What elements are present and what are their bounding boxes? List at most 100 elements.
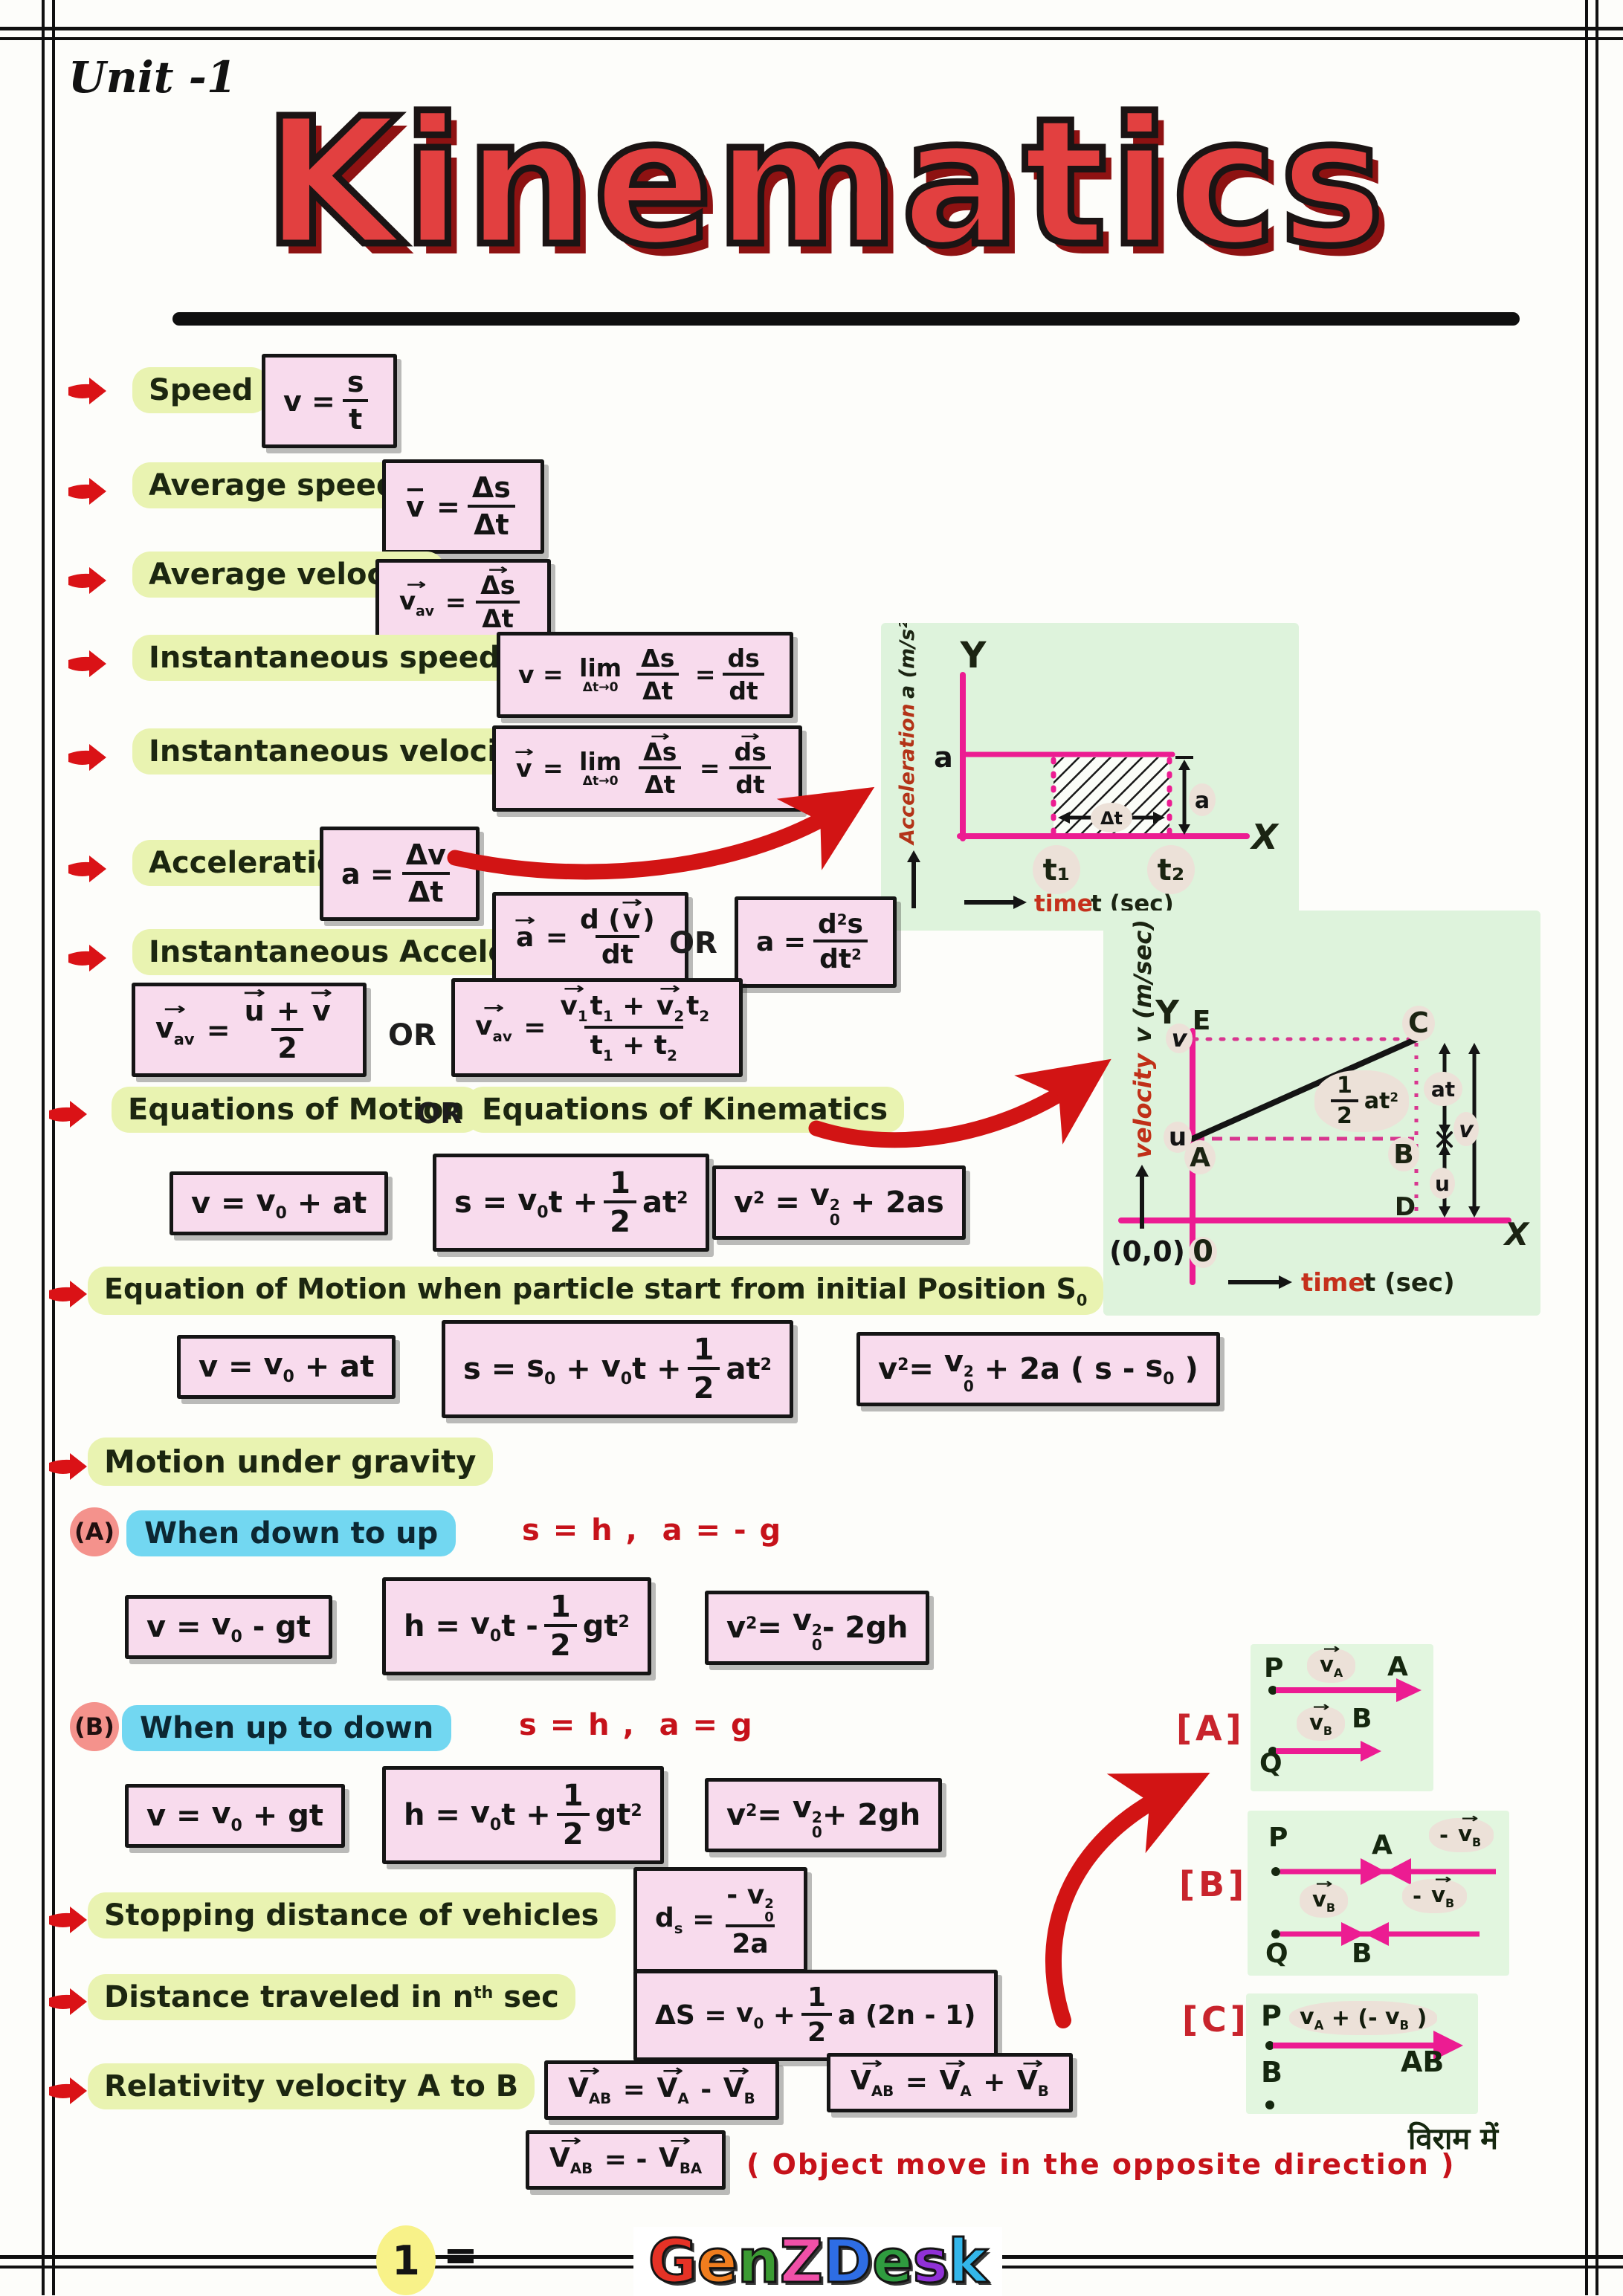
note-up-to-down: s = h , a = g: [519, 1708, 754, 1742]
note-hindi: विराम में: [1408, 2122, 1499, 2156]
label-gravity: Motion under gravity: [88, 1438, 493, 1486]
g2-at-arrow: at: [1424, 1043, 1462, 1136]
velocity-time-graph-svg: at u v Y E v C u A B D (0,0) 0 X time t …: [1109, 919, 1531, 1298]
red-arrow-icon: [68, 945, 106, 971]
red-arrow-icon: [68, 744, 106, 771]
diagB-label-p: P: [1268, 1823, 1288, 1853]
page-title: Kinematics: [260, 77, 1387, 288]
g2-y-caption-accent: velocity: [1129, 1052, 1157, 1159]
g2-v-arrow-label: v: [1459, 1117, 1474, 1143]
diagB-label-negvB2: - →vB: [1402, 1873, 1468, 1914]
formula-relative-2: →VAB = →VA + →VB: [827, 2053, 1073, 2112]
bullet-inst-acceleration: [65, 942, 109, 978]
frame-right-line-2: [1595, 0, 1598, 2295]
g2-v-arrow: v: [1453, 1043, 1480, 1217]
g2-x-letter: X: [1503, 1216, 1531, 1252]
diagram-a-svg: [1268, 1678, 1422, 1762]
formula-eq-v: v = v0 + at: [170, 1171, 389, 1235]
footer-dash-mark: =: [443, 2231, 478, 2280]
arrow-to-relative-diagrams: [1045, 1772, 1210, 2028]
bullet-eq-initial: [46, 1278, 89, 1314]
label-relative: Relativity velocity A to B: [88, 2063, 535, 2109]
g1-t2-label: t₂: [1158, 853, 1185, 887]
formula-relative-1: →VAB = →VA - →VB: [544, 2060, 779, 2120]
brand-letter: G: [648, 2226, 699, 2296]
diagram-b-svg: [1271, 1858, 1496, 1946]
g1-y-caption: Acceleration a (m/s²): [896, 611, 919, 846]
label-inst-speed: Instantaneous speed: [132, 635, 517, 681]
acceleration-time-graph-svg: Δt a Y a X t₁ t₂ time t (sec) Accelerati…: [896, 611, 1280, 917]
brand-letter: Z: [778, 2226, 824, 2296]
page-number-badge: 1: [376, 2225, 436, 2295]
bracket-c: [C]: [1182, 1999, 1250, 2040]
g2-A-label: A: [1190, 1142, 1210, 1173]
diagA-label-p: P: [1264, 1653, 1284, 1684]
red-arrow-icon: [68, 567, 106, 594]
tag-a: (A): [70, 1507, 119, 1556]
brand-letter: D: [822, 2226, 873, 2296]
g2-x-caption: time t (sec): [1228, 1268, 1455, 1298]
g2-y-caption-arrow: [1135, 1165, 1149, 1229]
g2-O-label: 0: [1193, 1235, 1213, 1269]
red-arrow-icon: [68, 650, 106, 677]
or-equations: OR: [416, 1097, 462, 1130]
g1-y-caption-rest: a (m/s²): [896, 623, 919, 699]
g2-origin-label: (0,0): [1109, 1235, 1185, 1268]
acceleration-time-graph: Δt a Y a X t₁ t₂ time t (sec) Accelerati…: [881, 611, 1299, 931]
bullet-acceleration: [65, 853, 109, 889]
red-arrow-icon: [68, 378, 106, 404]
label-avg-speed: Average speed: [132, 462, 414, 508]
g2-at-label: at: [1431, 1077, 1455, 1102]
frame-left-line-1: [42, 0, 45, 2295]
brand-letter: e: [696, 2226, 738, 2296]
diagC-label-ab: AB: [1401, 2046, 1445, 2078]
g2-ac-line: [1190, 1036, 1419, 1142]
formula-eqs-v: v = v0 + at: [177, 1335, 396, 1399]
label-eq-initial: Equation of Motion when particle start f…: [88, 1267, 1104, 1316]
unit-label: Unit -1: [68, 52, 237, 103]
frame-top-line-2: [0, 37, 1623, 40]
brand-letter: s: [911, 2226, 949, 2296]
diagB-label-q: Q: [1265, 1938, 1288, 1969]
g1-a-arrow-label: a: [1195, 788, 1210, 814]
page-number: 1: [392, 2237, 420, 2284]
frame-right-line-1: [1585, 0, 1588, 2295]
diagC-label-formula: vA + (- vB ): [1289, 2001, 1438, 2036]
bracket-a: [A]: [1176, 1708, 1245, 1748]
g1-a-level-label: a: [934, 741, 953, 774]
diagC-label-p: P: [1261, 1999, 1282, 2032]
diagA-label-b: B: [1352, 1704, 1372, 1734]
label-equations-motion: Equations of Motion: [112, 1087, 481, 1133]
formula-gravA-v: v = v0 - gt: [125, 1595, 333, 1659]
label-equations-kinematics: Equations of Kinematics: [465, 1087, 905, 1133]
diagB-label-vB: →vB: [1300, 1878, 1349, 1918]
bullet-inst-speed: [65, 648, 109, 684]
frame-left-line-2: [52, 0, 55, 2295]
tag-b: (B): [70, 1702, 119, 1751]
bullet-avg-speed: [65, 476, 109, 511]
brand-letter: k: [947, 2226, 989, 2296]
diagA-label-vB: →vB: [1297, 1701, 1346, 1742]
g2-x-caption-rest: t (sec): [1364, 1268, 1455, 1298]
brand-logo: GenZDesk: [633, 2226, 1003, 2296]
relative-velocity-diagram-b: [1248, 1811, 1509, 1976]
g2-u-arrow: u: [1430, 1144, 1455, 1217]
g1-y-letter: Y: [960, 635, 987, 676]
brand-letter: e: [871, 2226, 914, 2296]
g1-x-caption-accent: time: [1034, 890, 1093, 917]
red-arrow-icon: [49, 1281, 87, 1307]
